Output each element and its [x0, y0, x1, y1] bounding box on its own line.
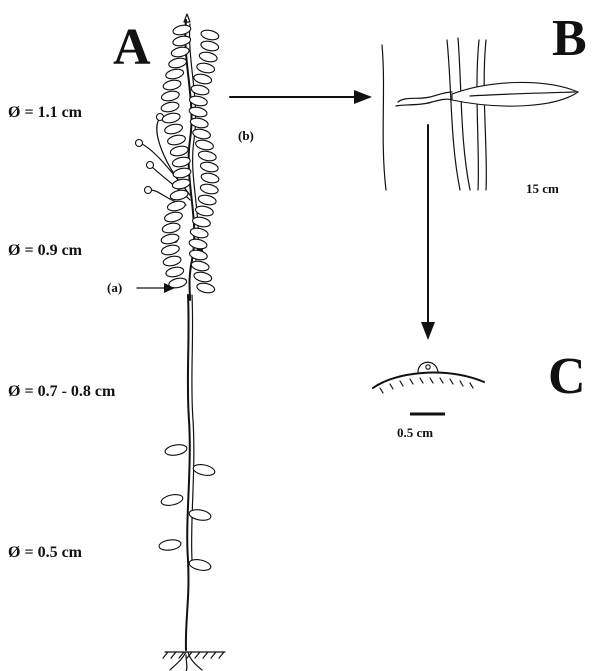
leaf	[196, 282, 215, 295]
leaf	[161, 222, 180, 235]
diameter-label-3: Ø = 0.7 - 0.8 cm	[8, 383, 116, 400]
diameter-label-2: Ø = 0.9 cm	[8, 242, 83, 259]
leaf	[160, 233, 179, 246]
leaf	[160, 101, 179, 114]
leaf	[161, 244, 180, 257]
leaf	[190, 260, 209, 273]
leaf	[192, 463, 216, 477]
leaf	[200, 29, 219, 42]
leaf	[161, 90, 180, 103]
scale-label-c: 0.5 cm	[397, 425, 433, 440]
leaf	[158, 539, 181, 552]
leaf	[167, 134, 186, 147]
plant-drawing	[136, 14, 226, 671]
leaf	[189, 117, 208, 130]
leaf	[188, 558, 212, 572]
leaf	[169, 189, 188, 202]
marker-a: (a)	[107, 280, 122, 295]
leaf	[162, 79, 181, 92]
leaf	[198, 150, 217, 163]
arrow-b-to-c	[421, 125, 435, 340]
leaf	[198, 51, 217, 64]
panel-letter-a: A	[113, 19, 151, 76]
leaf	[164, 443, 187, 457]
leaf	[188, 238, 207, 251]
leaf	[196, 62, 215, 75]
leaf	[200, 161, 219, 174]
panel-letter-b: B	[552, 10, 587, 67]
arrow-a-to-b	[230, 90, 372, 104]
leaf	[200, 40, 219, 53]
leaf	[168, 277, 187, 290]
panel-letter-c: C	[548, 348, 586, 405]
leaf	[162, 255, 181, 268]
leaf	[160, 493, 184, 507]
leaf	[167, 200, 186, 213]
leaf	[171, 178, 190, 191]
leaf	[197, 194, 216, 207]
leaf	[200, 172, 219, 185]
leaf	[164, 123, 183, 136]
scale-label-b: 15 cm	[526, 181, 559, 196]
panel-c-drawing	[373, 362, 484, 393]
leaf	[195, 139, 214, 152]
leaf	[189, 227, 208, 240]
leaf	[164, 211, 183, 224]
marker-b: (b)	[238, 128, 254, 143]
leaf	[190, 84, 209, 97]
leaf	[165, 68, 184, 81]
leaf	[165, 266, 184, 279]
leaf	[172, 35, 191, 48]
leaf	[161, 112, 180, 125]
leaf	[172, 24, 191, 37]
leaf	[168, 57, 187, 70]
leaf	[193, 73, 212, 86]
panel-b-drawing	[382, 38, 578, 190]
diameter-label-1: Ø = 1.1 cm	[8, 104, 83, 121]
leaf	[193, 271, 212, 284]
leaf	[170, 145, 189, 158]
leaf	[199, 183, 218, 196]
diameter-label-4: Ø = 0.5 cm	[8, 544, 83, 561]
